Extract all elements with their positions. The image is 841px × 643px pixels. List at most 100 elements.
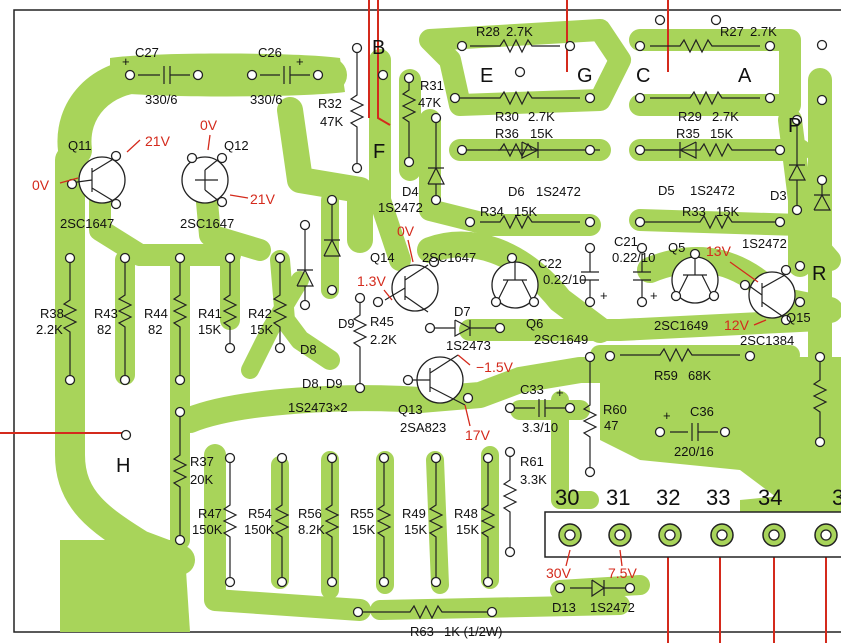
solder-pad [634,92,646,104]
ref-r33: R33 [682,204,706,219]
solder-pad [814,351,826,363]
svg-text:+: + [122,54,130,69]
solder-pad [634,144,646,156]
solder-pad [774,216,786,228]
ref-r59: R59 [654,368,678,383]
val-r41: 15K [198,322,221,337]
val-d6: 1S2472 [536,184,581,199]
connector-pad-hole [768,529,780,541]
ref-r28: R28 [476,24,500,39]
svg-text:+: + [296,54,304,69]
val-r48: 15K [456,522,479,537]
ref-c21: C21 [614,234,638,249]
component-symbols [62,38,831,620]
solder-pad [564,402,576,414]
val-q13: 2SA823 [400,420,446,435]
solder-pad [276,576,288,588]
terminal-f: F [373,141,385,163]
solder-pad [224,452,236,464]
solder-pad [634,216,646,228]
solder-pad [689,248,701,260]
solder-pad [354,292,366,304]
terminal-r: R [812,263,826,285]
component-labels: C27 330/6 C26 330/6 + + R28 2.7K R27 2.7… [36,24,811,639]
voltage-q13-base: −1.5V [476,359,514,375]
val-r36: 15K [530,126,553,141]
voltage-q11-collector: 21V [145,133,171,149]
solder-pad [584,92,596,104]
solder-pad [634,40,646,52]
solder-pad [584,351,596,363]
terminal-c: C [636,65,650,87]
ref-r38: R38 [40,306,64,321]
solder-pad [224,252,236,264]
solder-pad [119,374,131,386]
solder-pad [636,242,648,254]
val-c36: 220/16 [674,444,714,459]
ref-r47: R47 [198,506,222,521]
svg-text:+: + [650,288,658,303]
ref-r36: R36 [495,126,519,141]
ref-r29: R29 [678,109,702,124]
solder-pad [378,452,390,464]
ref-r63: R63 [410,624,434,639]
solder-pad [816,94,828,106]
solder-pad [216,196,228,208]
ref-q6: Q6 [526,316,543,331]
solder-pad [504,546,516,558]
terminal-h: H [116,455,130,477]
terminal-a: A [738,65,752,87]
solder-pad [794,296,806,308]
solder-pad [504,402,516,414]
ref-r56: R56 [298,506,322,521]
svg-text:+: + [556,385,564,400]
ref-d3: D3 [770,188,787,203]
solder-pad [119,252,131,264]
solder-pad [378,576,390,588]
ref-q5: Q5 [668,240,685,255]
solder-pad [654,426,666,438]
solder-pad [554,582,566,594]
pin-31: 31 [606,485,630,510]
voltage-readings: 21V 0V 0V 21V 0V 1.3V −1.5V 17V 13V 12V … [32,117,767,581]
val-q12: 2SC1647 [180,216,234,231]
voltage-q12-collector: 0V [200,117,218,133]
val-r32: 47K [320,114,343,129]
val-r43: 82 [97,322,111,337]
solder-pad [744,350,756,362]
solder-pad [174,406,186,418]
transistor-q11 [69,156,126,204]
connector-pad-hole [614,529,626,541]
solder-pad [372,296,384,308]
solder-pad [494,322,506,334]
solder-pad [654,14,666,26]
ref-q12: Q12 [224,138,249,153]
note-d8-d9-type: 1S2473×2 [288,400,348,415]
ref-r32: R32 [318,96,342,111]
val-d13: 1S2472 [590,600,635,615]
solder-pad [403,72,415,84]
solder-pad [64,374,76,386]
val-c33: 3.3/10 [522,420,558,435]
solder-pad [764,92,776,104]
transistor-q13 [410,354,466,406]
voltage-pin31: 7.5V [608,565,637,581]
voltage-q11-base: 0V [32,177,50,193]
solder-pad [780,314,792,326]
solder-pad [774,144,786,156]
solder-pad [456,144,468,156]
voltage-q13-collector: 17V [465,427,491,443]
val-r42: 15K [250,322,273,337]
solder-pad [584,242,596,254]
voltage-q15-collector: 13V [706,243,732,259]
solder-pad [326,194,338,206]
solder-pad [64,252,76,264]
solder-pad [584,296,596,308]
solder-pad [670,290,682,302]
note-d8-d9: D8, D9 [302,376,342,391]
ref-d7: D7 [454,304,471,319]
ref-q11: Q11 [68,138,92,153]
solder-pad [428,256,440,268]
solder-pad [791,204,803,216]
connector-pad-hole [716,529,728,541]
